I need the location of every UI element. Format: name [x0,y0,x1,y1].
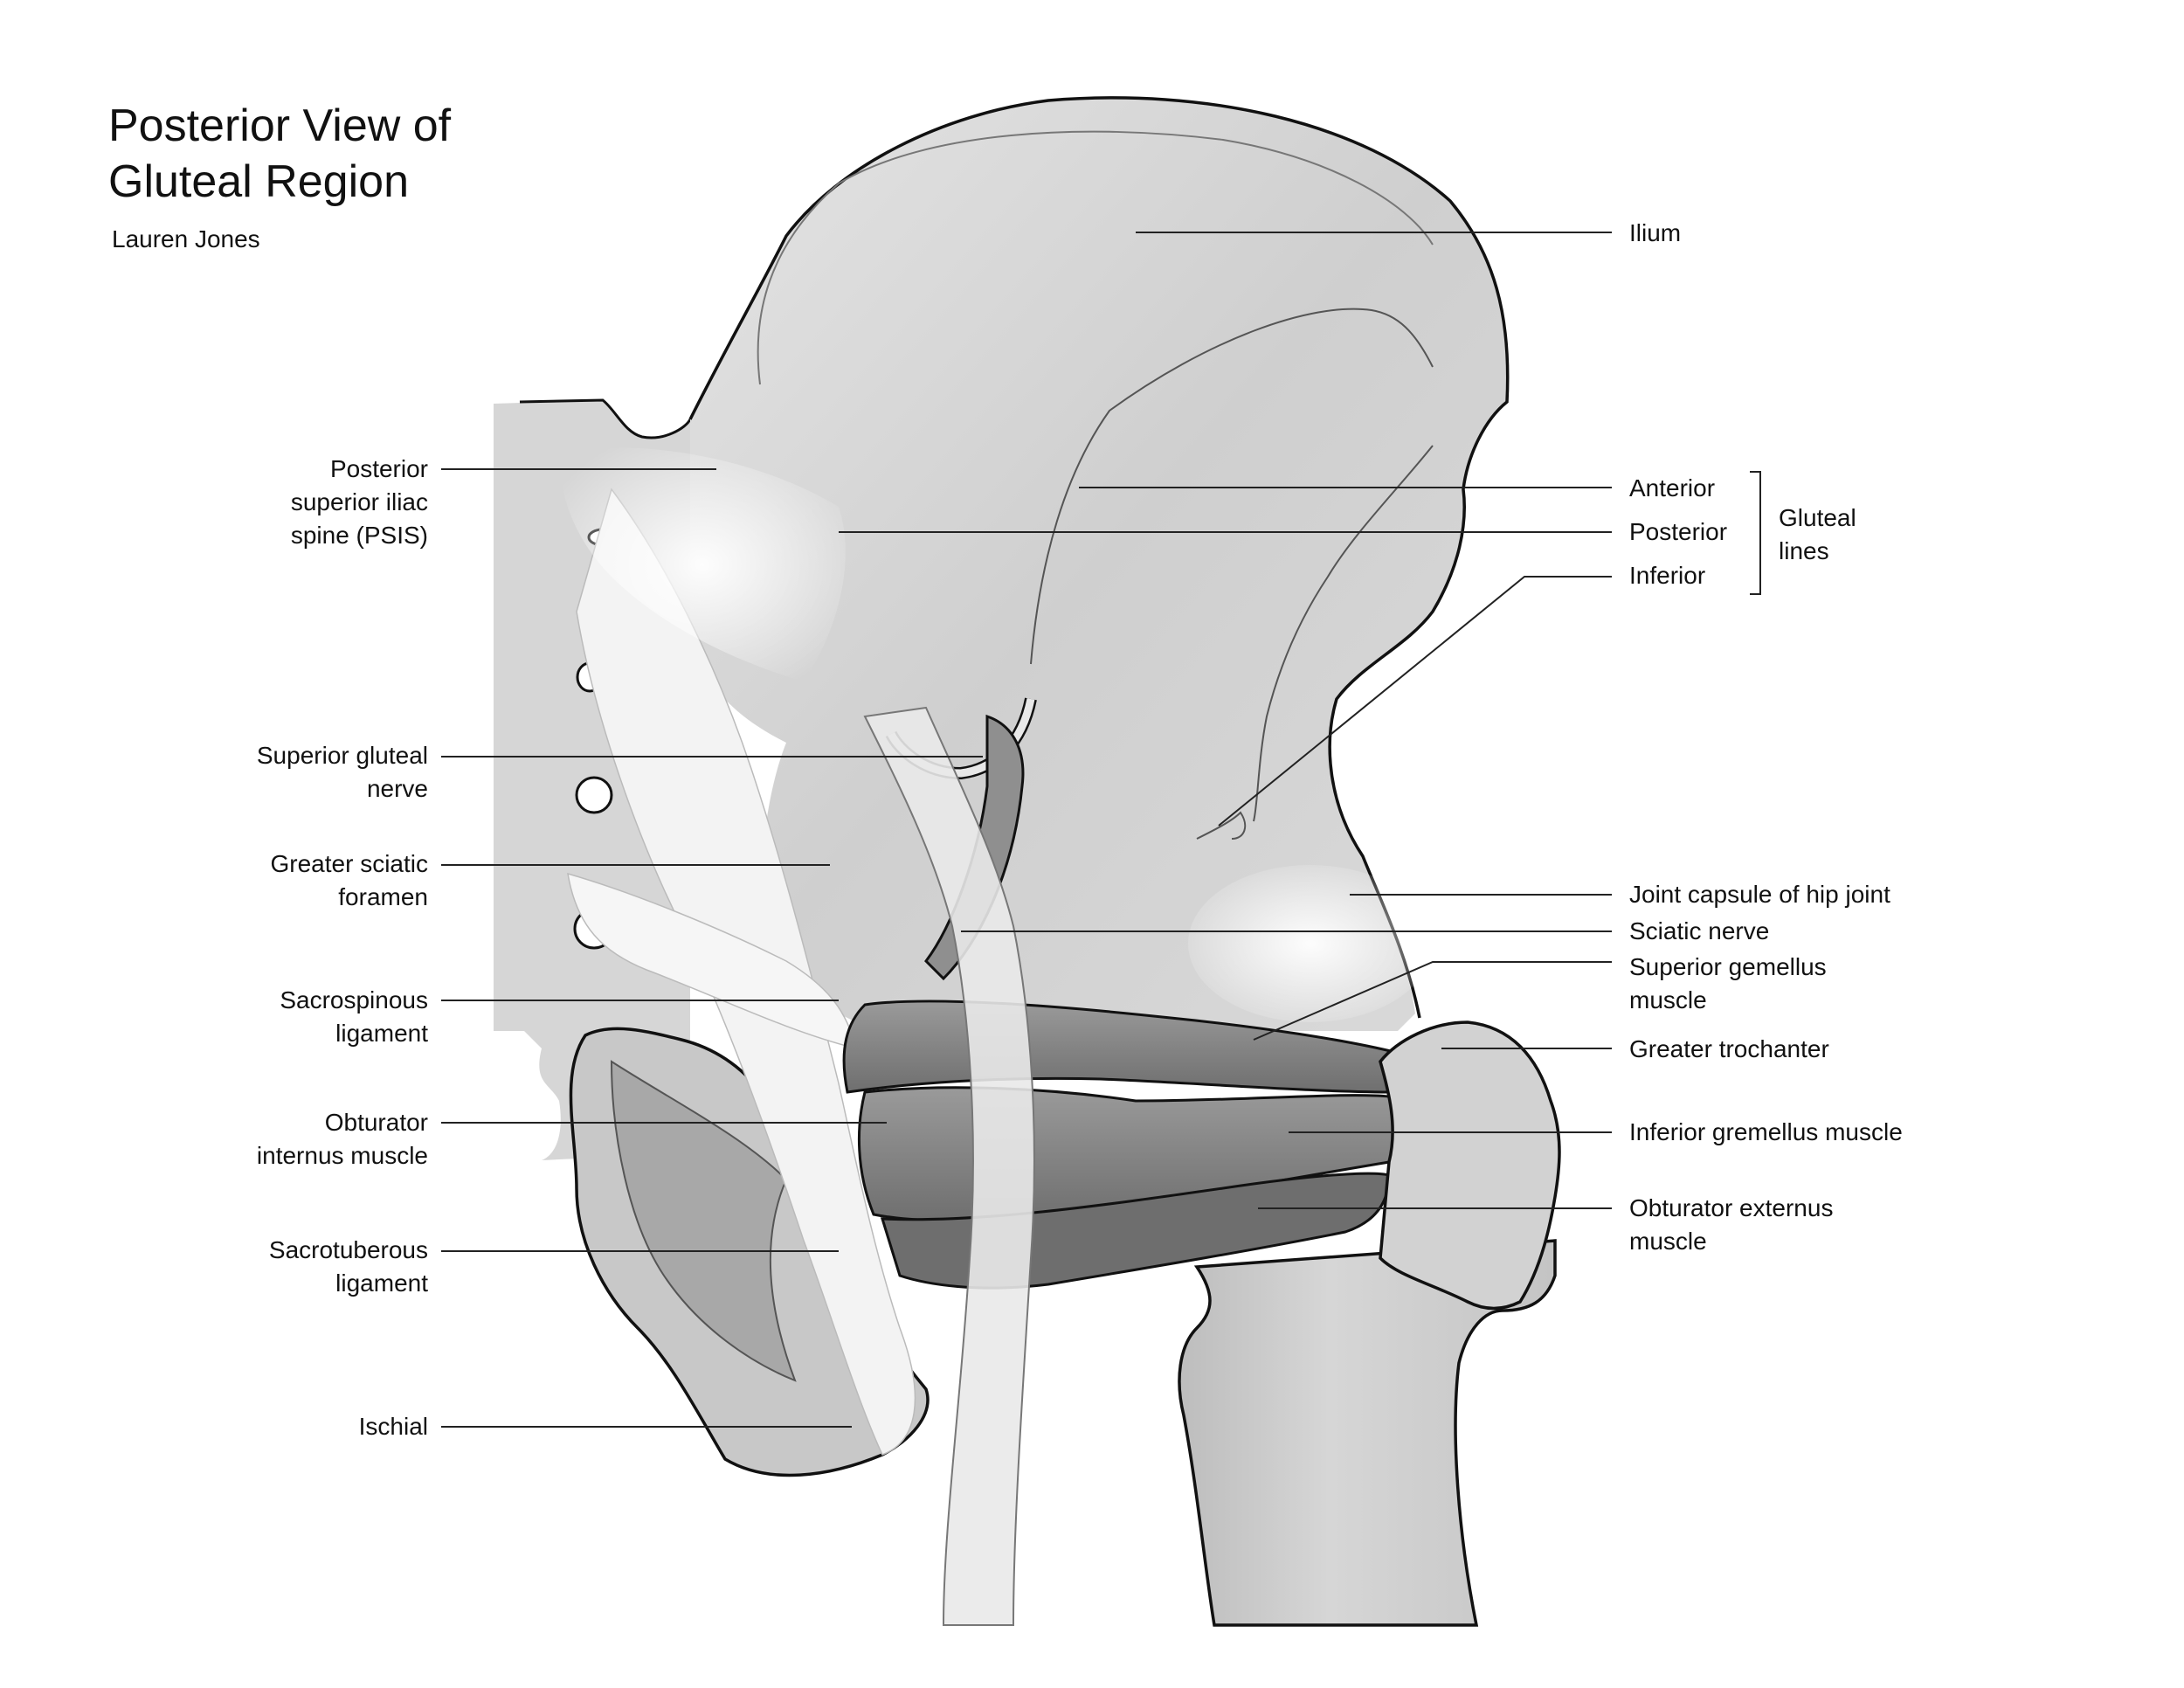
label-anterior: Anterior [1629,474,1716,502]
sacral-foramen-3 [575,776,613,814]
label-obturator-internus-muscle: Obturator internus muscle [256,1109,428,1169]
label-greater-sciatic-foramen: Greater sciatic foramen [270,850,429,910]
label-ischial: Ischial [358,1413,428,1440]
greater-trochanter-bone [1379,1020,1561,1311]
posterior-gluteal-line [1253,445,1434,822]
label-sciatic-nerve: Sciatic nerve [1629,917,1770,944]
femur-shaft [1178,1239,1557,1627]
psis-ligament-glow [559,447,846,681]
ilium-bone [690,97,1508,1031]
joint-capsule-glow [1188,865,1433,1022]
label-ilium: Ilium [1629,219,1682,246]
label-joint-capsule: Joint capsule of hip joint [1629,881,1890,908]
figure-title: Posterior View of Gluteal Region [108,98,451,210]
label-inferior: Inferior [1629,562,1706,589]
anterior-gluteal-line [1030,308,1434,665]
label-sacrotuberous-ligament: Sacrotuberous ligament [268,1236,428,1297]
iliac-crest [757,130,1434,385]
inferior-gluteal-line [1196,811,1247,840]
label-inferior-gemellus: Inferior gremellus muscle [1629,1118,1903,1145]
author-credit: Lauren Jones [112,225,260,253]
label-posterior: Posterior [1629,518,1728,545]
label-gluteal-lines: Gluteal lines [1779,504,1856,564]
label-psis: Posterior superior iliac spine (PSIS) [290,455,428,549]
gluteal-lines-bracket [1750,471,1761,595]
leader-inferior [1218,576,1612,827]
sciatic-nerve-path [863,706,1035,1626]
title-line-2: Gluteal Region [108,156,409,207]
sacrum-edge [519,398,692,439]
label-greater-trochanter: Greater trochanter [1629,1035,1829,1062]
title-line-1: Posterior View of [108,100,452,151]
label-superior-gluteal-nerve: Superior gluteal nerve [256,742,428,802]
obturator-internus-fan [610,1060,797,1382]
leader-superior-gemellus [1253,961,1612,1041]
label-superior-gemellus: Superior gemellus muscle [1629,953,1827,1013]
label-sacrospinous-ligament: Sacrospinous ligament [280,986,428,1047]
ilium-outline [688,96,1510,1019]
label-obturator-externus: Obturator externus muscle [1629,1194,1834,1255]
